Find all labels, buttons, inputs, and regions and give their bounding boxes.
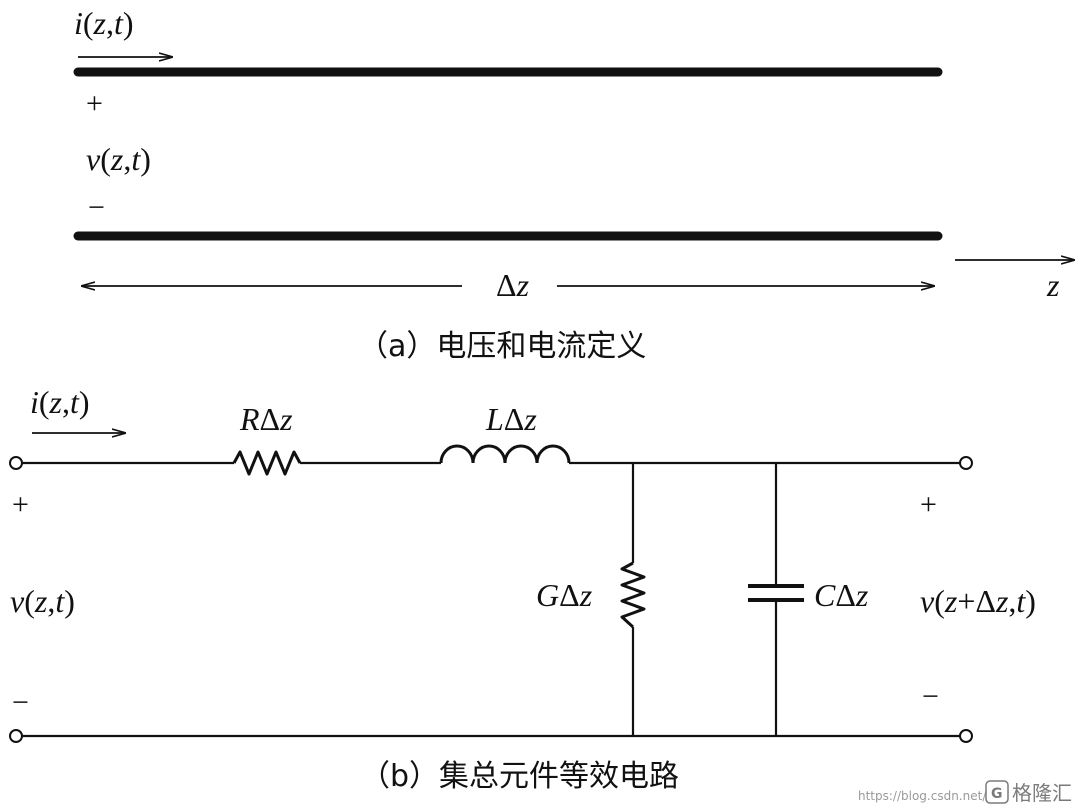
caption-b: （b）集总元件等效电路: [360, 759, 679, 794]
inductor-label: LΔz: [485, 401, 537, 437]
figure-b: i(z,t) RΔz LΔz G: [9, 384, 1036, 794]
current-label-b: i(z,t): [30, 384, 90, 420]
terminal-top-right: [959, 456, 973, 470]
terminal-bottom-left: [9, 729, 23, 743]
watermark-brand: 格隆汇: [1012, 781, 1072, 805]
series-inductor: [439, 444, 571, 464]
left-plus-sign: +: [12, 488, 29, 521]
watermark-badge: G: [991, 786, 1003, 802]
series-resistor: [232, 450, 302, 476]
current-label-a: i(z,t): [74, 5, 134, 41]
shunt-resistor: [620, 561, 646, 629]
right-minus-sign: −: [922, 680, 939, 713]
terminal-bottom-right: [959, 729, 973, 743]
watermark-url: https://blog.csdn.net/: [858, 789, 987, 803]
figure-a: i(z,t) + v(z,t) − Δz z （a）电压和电流定义: [73, 5, 1074, 364]
right-plus-sign: +: [920, 488, 937, 521]
caption-a: （a）电压和电流定义: [358, 329, 646, 364]
left-minus-sign: −: [12, 686, 29, 719]
minus-sign-a: −: [88, 191, 105, 224]
z-axis-label: z: [1046, 267, 1060, 303]
capacitor-label: CΔz: [814, 577, 869, 613]
watermark-logo-icon: [985, 780, 1009, 804]
resistor-label: RΔz: [239, 401, 293, 437]
right-voltage-label: v(z+Δz,t): [920, 583, 1036, 619]
conductance-label: GΔz: [536, 577, 593, 613]
voltage-label-a: v(z,t): [86, 141, 151, 177]
terminal-top-left: [9, 456, 23, 470]
left-voltage-label: v(z,t): [10, 583, 75, 619]
watermark: https://blog.csdn.net/ G 格隆汇: [858, 780, 1072, 805]
length-label: Δz: [496, 267, 530, 303]
plus-sign-a: +: [86, 87, 103, 120]
